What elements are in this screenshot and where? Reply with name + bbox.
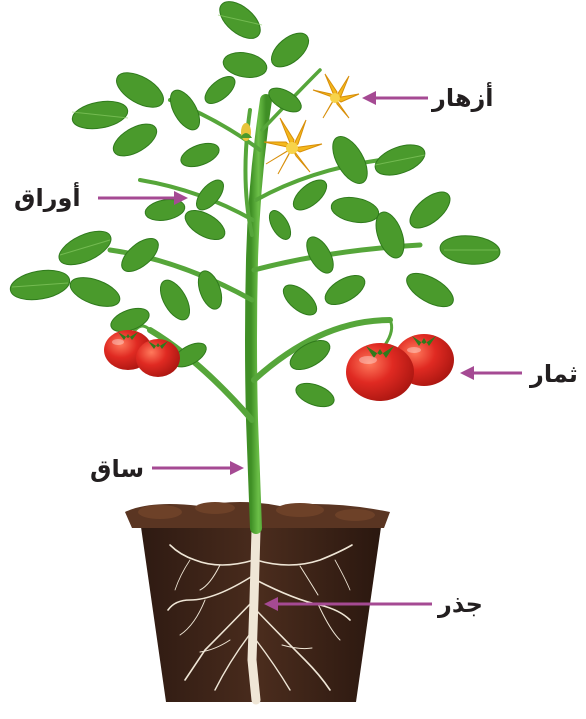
label-leaves: أوراق	[14, 186, 81, 210]
tomato	[136, 339, 180, 377]
arrow-flowers	[362, 91, 428, 105]
plant-stems	[110, 70, 420, 528]
arrow-leaves	[98, 191, 188, 205]
arrow-fruits	[460, 366, 522, 380]
tomato	[346, 343, 414, 401]
arrow-stem	[152, 461, 244, 475]
label-root: جذر	[438, 592, 483, 616]
fruits	[104, 330, 454, 401]
label-stem: ساق	[90, 457, 144, 481]
label-flowers: أزهار	[432, 86, 494, 110]
label-fruits: ثمار	[530, 362, 578, 386]
